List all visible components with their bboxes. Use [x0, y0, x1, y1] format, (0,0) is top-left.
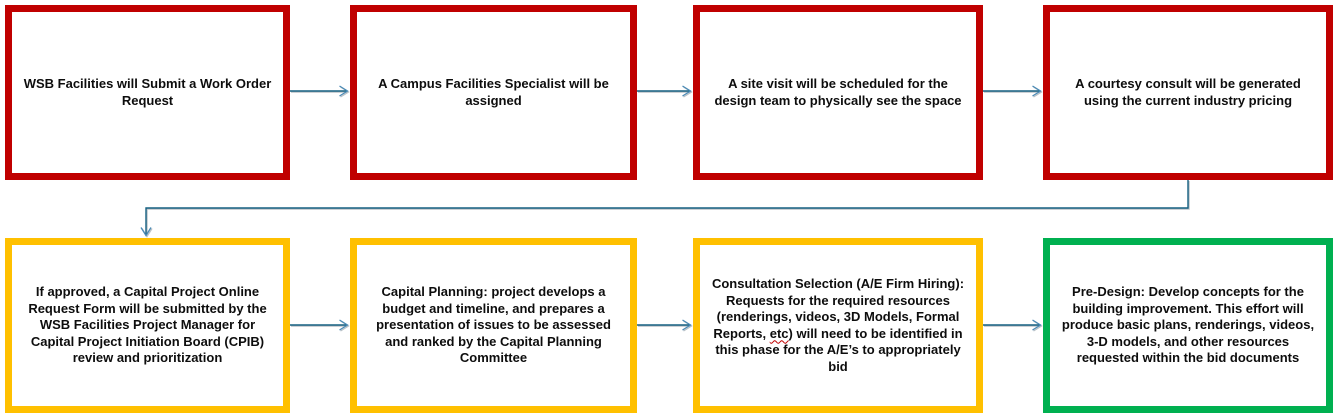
- step-text: Pre-Design: Develop concepts for the bui…: [1061, 284, 1315, 366]
- step-text-before: Consultation Selection (A/E Firm Hiring)…: [711, 276, 965, 341]
- elbow-arrow-step4-to-step5: [140, 180, 1189, 237]
- step-text: Capital Planning: project develops a bud…: [376, 284, 611, 366]
- step-text: Consultation Selection (A/E Firm Hiring)…: [709, 276, 967, 375]
- flow-step-capital-planning: Capital Planning: project develops a bud…: [350, 238, 637, 413]
- flow-step-site-visit: A site visit will be scheduled for the d…: [693, 5, 983, 180]
- flow-step-cpib-request: If approved, a Capital Project Online Re…: [5, 238, 290, 413]
- step-text: A Campus Facilities Specialist will be a…: [378, 76, 609, 108]
- step-text: A courtesy consult will be generated usi…: [1075, 76, 1301, 108]
- flow-step-courtesy-consult: A courtesy consult will be generated usi…: [1043, 5, 1333, 180]
- flow-step-pre-design: Pre-Design: Develop concepts for the bui…: [1043, 238, 1333, 413]
- flow-step-work-order: WSB Facilities will Submit a Work Order …: [5, 5, 290, 180]
- step-text: A site visit will be scheduled for the d…: [714, 76, 962, 108]
- step-text: WSB Facilities will Submit a Work Order …: [23, 76, 272, 108]
- spellcheck-flagged-word: etc: [769, 325, 789, 341]
- flow-step-specialist-assigned: A Campus Facilities Specialist will be a…: [350, 5, 637, 180]
- step-text-after: ) will need to be identified in this pha…: [715, 325, 963, 374]
- step-text: If approved, a Capital Project Online Re…: [28, 284, 267, 366]
- flow-step-consultant-selection: Consultation Selection (A/E Firm Hiring)…: [693, 238, 983, 413]
